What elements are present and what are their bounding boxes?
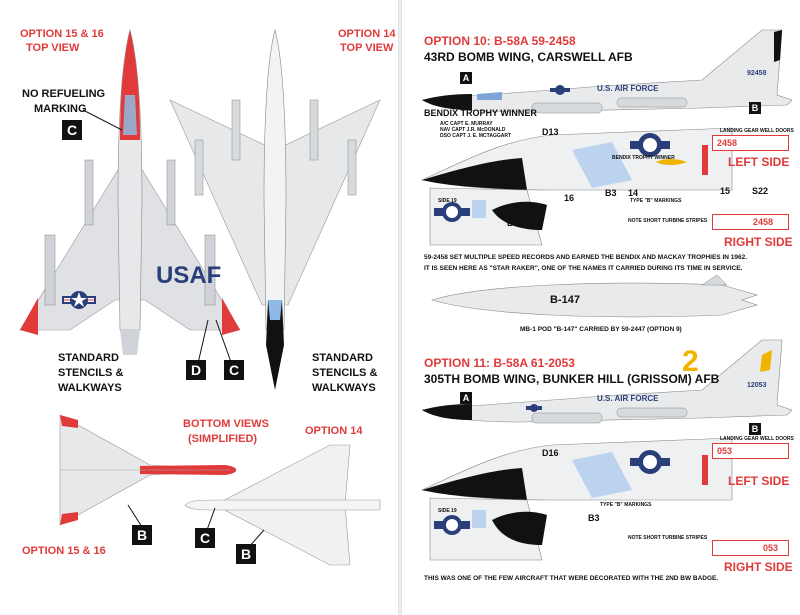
top-left-subtitle: TOP VIEW (26, 42, 80, 54)
bottom-views-line2: (SIMPLIFIED) (188, 433, 258, 445)
opt10-type-b: TYPE "B" MARKINGS (630, 198, 682, 204)
top-right-title: OPTION 14 (338, 28, 396, 40)
opt11-label-b8: B8 (507, 513, 519, 523)
left-page: OPTION 15 & 16 TOP VIEW OPTION 14 TOP VI… (0, 0, 398, 615)
option1516-bottom-label: OPTION 15 & 16 (22, 545, 106, 557)
opt10-tail-serial: 92458 (747, 70, 767, 77)
opt10-trophy-line-1: A/C CAPT E. MURRAY (440, 121, 493, 127)
opt10-gear-num-right: 2458 (753, 217, 774, 227)
mb1-pod (430, 274, 759, 318)
option11-nose-detail (421, 437, 733, 501)
opt11-gear-num-left: 053 (717, 446, 733, 456)
opt10-label-s22: S22 (752, 186, 769, 196)
stencils-right-3: WALKWAYS (312, 382, 376, 394)
no-refuel-line1: NO REFUELING (22, 88, 106, 100)
left-aircraft-drawings (19, 28, 381, 566)
opt10-gear-num-left: 2458 (717, 138, 738, 148)
usaf-wing-text: USAF (156, 262, 222, 289)
bottom-views-line1: BOTTOM VIEWS (183, 418, 269, 430)
label-b-right: B (236, 544, 256, 564)
opt11-label-b3: B3 (588, 513, 600, 523)
opt11-side-text: SIDE 19 (438, 508, 457, 514)
opt11-right-side: RIGHT SIDE (724, 560, 793, 574)
opt10-title: OPTION 10: B-58A 59-2458 (424, 34, 576, 48)
label-c-top: C (62, 120, 82, 140)
bottom-view-option-14 (184, 444, 381, 566)
opt10-label-b3: B3 (605, 188, 617, 198)
top-view-option-15-16 (19, 28, 241, 355)
opt10-label-b2: B2 (507, 218, 519, 228)
opt11-gear-box-left: 053 (712, 443, 789, 459)
option10-nose-detail (421, 127, 733, 191)
opt10-gear-box-right: 2458 (712, 214, 789, 230)
opt10-caption-2: IT IS SEEN HERE AS "STAR RAKER", ONE OF … (424, 265, 743, 272)
opt10-trophy-line-2: NAV CAPT J.R. McDONALD (440, 127, 506, 133)
opt11-caption: THIS WAS ONE OF THE FEW AIRCRAFT THAT WE… (424, 575, 719, 582)
stencils-left-2: STENCILS & (58, 367, 124, 379)
roundel-left-wing (62, 291, 96, 309)
opt11-gear-box-right: 053 (712, 540, 789, 556)
right-page: OPTION 10: B-58A 59-2458 43RD BOMB WING,… (402, 0, 800, 615)
option10-lower-detail (429, 187, 547, 246)
opt11-label-d16: D16 (542, 448, 559, 458)
label-b-left: B (132, 525, 152, 545)
top-view-option-14 (169, 28, 381, 390)
opt11-tail-serial: 12053 (747, 382, 767, 389)
option14-bottom-label: OPTION 14 (305, 425, 363, 437)
right-aircraft-drawings (421, 29, 793, 561)
opt10-us-air-force: U.S. AIR FORCE (597, 84, 659, 93)
opt10-side-text: SIDE 19 (438, 198, 457, 204)
opt11-unit: 305TH BOMB WING, BUNKER HILL (GRISSOM) A… (424, 372, 720, 386)
label-c-right: C (224, 360, 244, 380)
stencils-right-1: STANDARD (312, 352, 373, 364)
page-gutter (398, 0, 402, 615)
opt10-gear-box-left: 2458 (712, 135, 789, 151)
opt11-badge: 2 (682, 345, 699, 378)
opt10-trophy-heading: BENDIX TROPHY WINNER (424, 108, 537, 118)
opt10-nose-script: BENDIX TROPHY WINNER (612, 155, 675, 161)
pod-text: B-147 (550, 294, 580, 306)
opt10-label-b: B (749, 102, 761, 114)
opt10-label-14: 14 (628, 188, 639, 198)
stencils-right-2: STENCILS & (312, 367, 378, 379)
option10-side-profile (421, 29, 793, 114)
opt11-gear-num-right: 053 (763, 543, 779, 553)
opt11-title: OPTION 11: B-58A 61-2053 (424, 356, 575, 370)
top-right-subtitle: TOP VIEW (340, 42, 394, 54)
opt10-right-side: RIGHT SIDE (724, 235, 793, 249)
opt11-label-b: B (749, 423, 761, 435)
opt10-caption-1: 59-2458 SET MULTIPLE SPEED RECORDS AND E… (424, 254, 748, 261)
option11-lower-detail (429, 497, 547, 561)
opt10-unit: 43RD BOMB WING, CARSWELL AFB (424, 50, 633, 64)
stencils-left-1: STANDARD (58, 352, 119, 364)
opt10-gear-doors: LANDING GEAR WELL DOORS (720, 128, 794, 134)
label-d: D (186, 360, 206, 380)
bottom-view-option-15-16 (59, 414, 237, 526)
opt10-label-a: A (460, 72, 472, 84)
opt11-left-side: LEFT SIDE (728, 474, 790, 488)
no-refuel-line2: MARKING (34, 103, 87, 115)
opt11-type-b: TYPE "B" MARKINGS (600, 502, 652, 508)
top-left-title: OPTION 15 & 16 (20, 28, 104, 40)
stencils-left-3: WALKWAYS (58, 382, 122, 394)
opt10-trophy-line-3: DSO CAPT J. E. MCTAGGART (440, 133, 512, 139)
opt11-label-a: A (460, 392, 472, 404)
opt10-turbine-note: NOTE SHORT TURBINE STRIPES (628, 218, 708, 224)
opt10-label-16: 16 (564, 193, 575, 203)
opt10-left-side: LEFT SIDE (728, 155, 790, 169)
option11-side-profile (421, 339, 793, 424)
label-c-bottom: C (195, 528, 215, 548)
opt11-turbine-note: NOTE SHORT TURBINE STRIPES (628, 535, 708, 541)
opt10-label-15: 15 (720, 186, 731, 196)
roundel-opt10 (550, 85, 570, 95)
opt11-gear-doors: LANDING GEAR WELL DOORS (720, 436, 794, 442)
opt10-label-d13: D13 (542, 127, 559, 137)
opt11-us-air-force: U.S. AIR FORCE (597, 394, 659, 403)
pod-caption: MB-1 POD "B-147" CARRIED BY 59-2447 (OPT… (520, 326, 682, 333)
